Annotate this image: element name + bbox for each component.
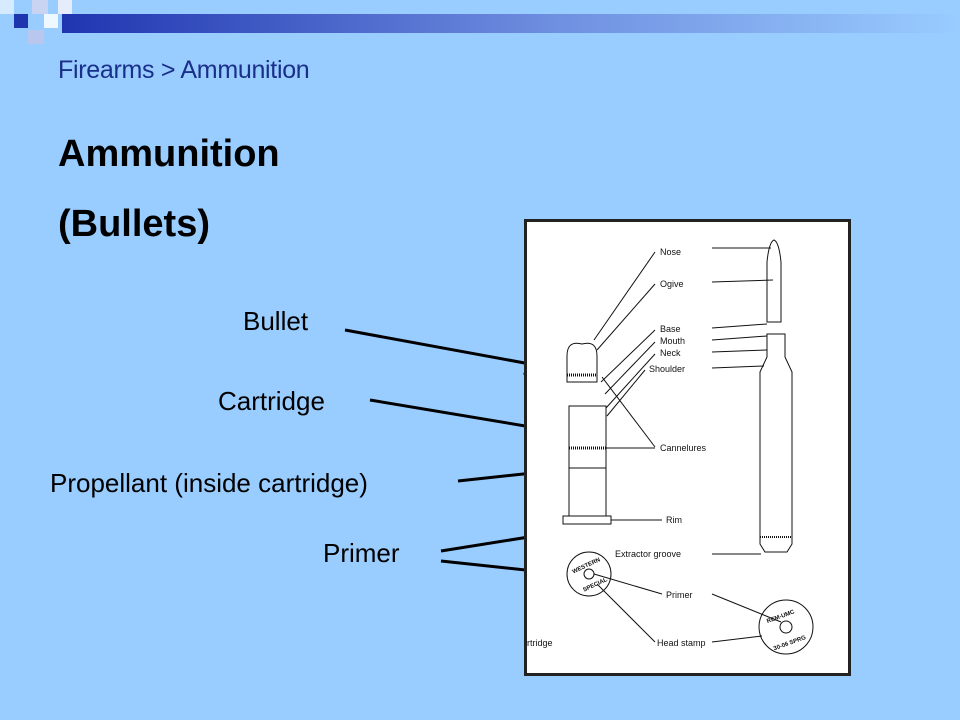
header-square [32,0,48,14]
part-extractor-groove: Extractor groove [615,549,681,559]
leader-primer-right [711,593,782,623]
figure-caption-fragment: rtridge [527,638,553,648]
ammunition-diagram: Nose Ogive Base Mouth Neck Shoulder Cann… [524,219,851,676]
leader-ogive [596,283,656,351]
leader-ogive-right [711,279,774,283]
arrow-bullet [344,328,555,375]
label-bullet: Bullet [243,306,309,336]
rifle-case [759,333,793,553]
bullet-shape [566,342,598,383]
header-gradient-bar [62,14,960,33]
leader-shoulder-right [711,365,765,369]
leader-base [600,329,656,383]
primer-left [583,568,595,580]
leader-mouth [604,341,656,395]
part-shoulder: Shoulder [649,364,685,374]
part-primer: Primer [666,590,693,600]
label-propellant: Propellant (inside cartridge) [50,468,368,498]
primer-right [779,620,793,634]
header-square [28,30,44,44]
leader-shoulder [606,369,646,417]
header-square [44,14,58,28]
header-square [58,0,72,14]
leader-cannelures-top [601,376,656,448]
diagram-drawing: Nose Ogive Base Mouth Neck Shoulder Cann… [527,239,814,655]
slide-subtitle: (Bullets) [58,203,210,245]
part-head-stamp: Head stamp [657,638,706,648]
leader-nose [593,251,656,341]
header-square [0,0,14,14]
part-mouth: Mouth [660,336,685,346]
leader-mouth-right [711,335,768,341]
header-square [14,14,28,28]
label-primer: Primer [323,538,400,568]
case-rim [562,515,612,525]
leader-neck [605,353,656,409]
leader-headstamp [596,583,656,643]
part-cannelures: Cannelures [660,443,707,453]
case-shape [568,405,607,517]
leader-headstamp-right [711,635,763,643]
breadcrumb: Firearms > Ammunition [58,56,310,84]
header-decoration [0,0,960,44]
leader-base-right [711,323,768,329]
leader-neck-right [711,349,768,353]
rifle-bullet [766,239,782,323]
part-ogive: Ogive [660,279,684,289]
part-rim: Rim [666,515,682,525]
part-neck: Neck [660,348,681,358]
label-cartridge: Cartridge [218,386,325,416]
slide-title: Ammunition [58,133,280,175]
leader-primer [593,573,663,595]
part-nose: Nose [660,247,681,257]
part-base: Base [660,324,681,334]
